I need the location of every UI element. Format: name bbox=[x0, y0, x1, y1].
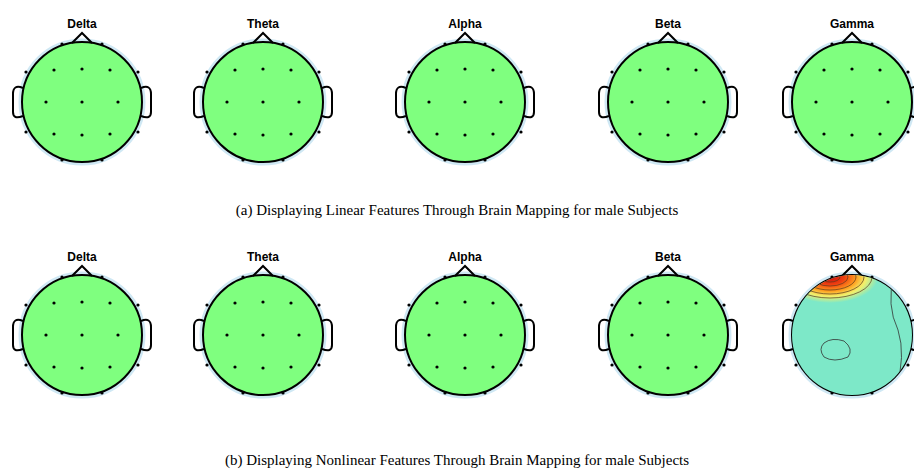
topographic-map: Gamma bbox=[777, 17, 914, 157]
topographic-map: Delta bbox=[7, 17, 157, 157]
band-title: Theta bbox=[188, 17, 338, 31]
band-title: Beta bbox=[593, 17, 743, 31]
head-outline bbox=[188, 255, 338, 405]
head-outline bbox=[188, 22, 338, 172]
band-title: Gamma bbox=[777, 17, 914, 31]
band-title: Beta bbox=[593, 250, 743, 264]
topographic-map: Beta bbox=[593, 17, 743, 157]
topographic-map: Theta bbox=[188, 17, 338, 157]
head-outline bbox=[7, 22, 157, 172]
head-outline bbox=[593, 22, 743, 172]
head-outline bbox=[777, 255, 914, 405]
topographic-map: Beta bbox=[593, 250, 743, 390]
band-title: Delta bbox=[7, 17, 157, 31]
figure-caption: (b) Displaying Nonlinear Features Throug… bbox=[0, 452, 914, 469]
topographic-map: Alpha bbox=[390, 17, 540, 157]
head-outline bbox=[777, 22, 914, 172]
band-title: Gamma bbox=[777, 250, 914, 264]
topographic-map: Gamma bbox=[777, 250, 914, 390]
head-outline bbox=[390, 255, 540, 405]
band-title: Theta bbox=[188, 250, 338, 264]
head-outline bbox=[7, 255, 157, 405]
band-title: Delta bbox=[7, 250, 157, 264]
band-title: Alpha bbox=[390, 17, 540, 31]
head-outline bbox=[390, 22, 540, 172]
topographic-map: Alpha bbox=[390, 250, 540, 390]
head-outline bbox=[593, 255, 743, 405]
topographic-map: Delta bbox=[7, 250, 157, 390]
band-title: Alpha bbox=[390, 250, 540, 264]
figure-caption: (a) Displaying Linear Features Through B… bbox=[0, 202, 914, 219]
topographic-map: Theta bbox=[188, 250, 338, 390]
